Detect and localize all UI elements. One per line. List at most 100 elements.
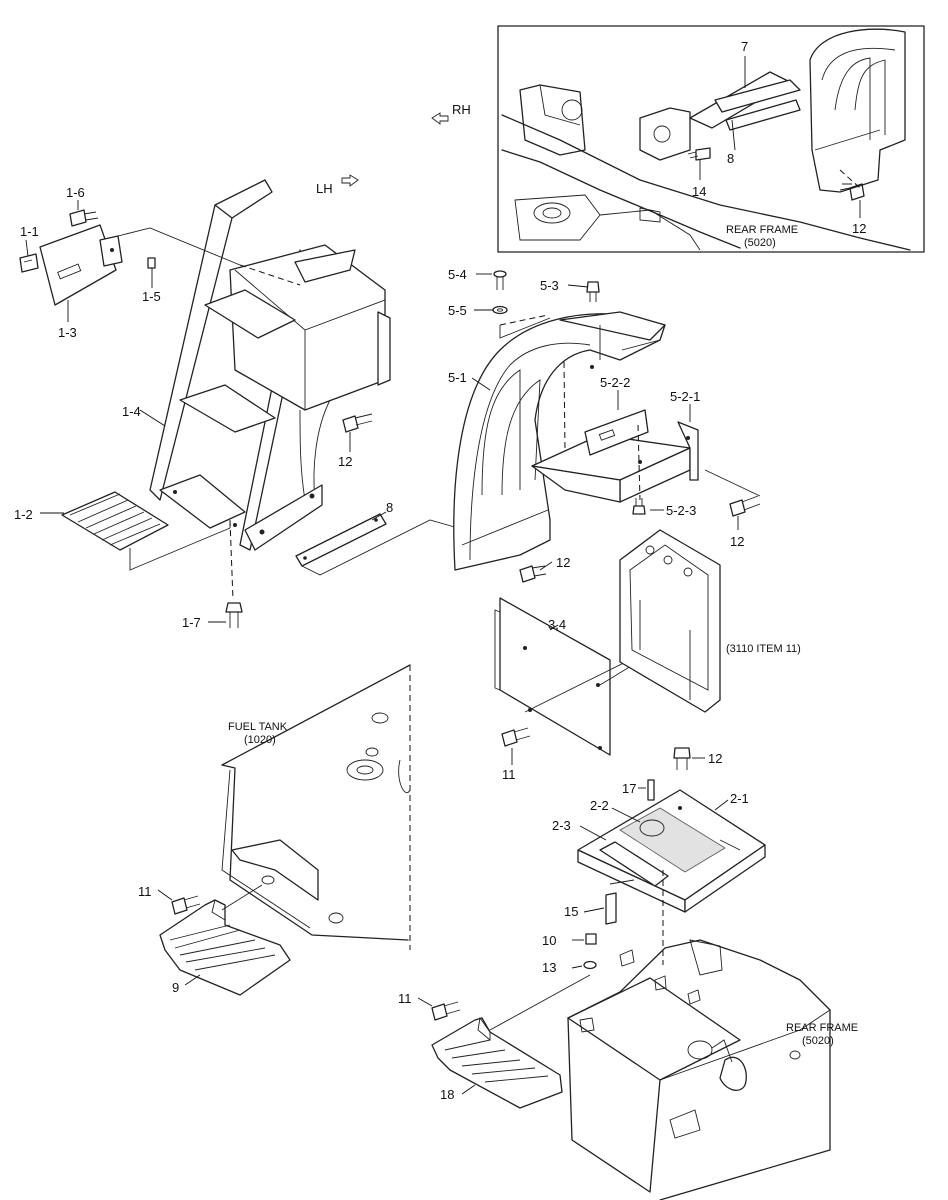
callout-2-1: 2-1 bbox=[730, 791, 749, 806]
inset-fender bbox=[809, 28, 906, 193]
latch-15 bbox=[605, 879, 635, 925]
rear-frame-main-label: REAR FRAME bbox=[786, 1022, 858, 1034]
fuel-tank-ref bbox=[221, 664, 411, 950]
bolt-1-7 bbox=[225, 602, 243, 628]
callout-8-inset: 8 bbox=[727, 151, 734, 166]
inset-bar-8 bbox=[725, 99, 801, 131]
rear-frame-inset-label: REAR FRAME bbox=[726, 224, 798, 236]
ladder-foot-plate bbox=[244, 484, 323, 551]
callout-9: 9 bbox=[172, 980, 179, 995]
callout-15: 15 bbox=[564, 904, 578, 919]
step-18 bbox=[431, 974, 591, 1109]
bolt-11-step9 bbox=[157, 889, 201, 915]
callout-1-5: 1-5 bbox=[142, 289, 161, 304]
callout-12-fender-bottom: 12 bbox=[556, 555, 570, 570]
callout-2-2: 2-2 bbox=[590, 798, 609, 813]
direction-lh: LH bbox=[316, 174, 359, 196]
inset-mount-boss bbox=[533, 202, 571, 224]
inset-border bbox=[497, 25, 925, 253]
rear-frame-inset-code: (5020) bbox=[744, 237, 776, 249]
fuel-cap bbox=[346, 759, 384, 781]
callout-10: 10 bbox=[542, 933, 556, 948]
bolt-10 bbox=[585, 933, 597, 945]
screw-5-4 bbox=[493, 270, 507, 290]
bolt-12-fender-bottom bbox=[519, 565, 547, 583]
item-ref-label: (3110 ITEM 11) bbox=[726, 643, 801, 655]
callout-5-4: 5-4 bbox=[448, 267, 467, 282]
callout-1-3: 1-3 bbox=[58, 325, 77, 340]
callout-5-3: 5-3 bbox=[540, 278, 559, 293]
fuel-tank-label: FUEL TANK bbox=[228, 721, 288, 733]
callout-5-2-2: 5-2-2 bbox=[600, 375, 630, 390]
step-9 bbox=[159, 884, 291, 996]
latch-1-1 bbox=[19, 253, 39, 273]
inset-bolt-14 bbox=[687, 147, 711, 161]
callout-13: 13 bbox=[542, 960, 556, 975]
callout-11-step18: 11 bbox=[398, 991, 412, 1006]
callout-5-2-3: 5-2-3 bbox=[666, 503, 696, 518]
callout-7: 7 bbox=[741, 39, 748, 54]
callout-12-ladder: 12 bbox=[338, 454, 352, 469]
bar-8-main bbox=[295, 511, 466, 576]
bolt-1-5 bbox=[147, 257, 156, 269]
fuel-tank-code: (1020) bbox=[244, 734, 276, 746]
inset-bar-7 bbox=[714, 79, 801, 113]
bolt-11-shield bbox=[501, 727, 531, 765]
rear-frame-inset: 7 8 14 12 REAR FRAME (5020) bbox=[497, 25, 925, 253]
handle-2-3 bbox=[599, 841, 669, 887]
shield-plate-3-4 bbox=[494, 597, 691, 756]
step-mat-1-2 bbox=[61, 491, 231, 571]
rear-frame-main-code: (5020) bbox=[802, 1035, 834, 1047]
callout-1-4: 1-4 bbox=[122, 404, 141, 419]
callout-12-step-cover: 12 bbox=[708, 751, 722, 766]
inset-bolt-12 bbox=[839, 183, 865, 201]
callout-18: 18 bbox=[440, 1087, 454, 1102]
radiator-frame-ref bbox=[619, 529, 721, 713]
callout-12-fender-right: 12 bbox=[730, 534, 744, 549]
callout-1-1: 1-1 bbox=[20, 224, 39, 239]
bolt-5-2-3 bbox=[632, 498, 646, 515]
callout-5-1: 5-1 bbox=[448, 370, 467, 385]
ladder-right-rail bbox=[239, 249, 311, 551]
callout-17: 17 bbox=[622, 781, 636, 796]
callout-2-3: 2-3 bbox=[552, 818, 571, 833]
callout-12-inset: 12 bbox=[852, 221, 866, 236]
callout-3-4: 3,4 bbox=[548, 617, 566, 632]
callout-8-main: 8 bbox=[386, 500, 393, 515]
step-cover-assembly-2 bbox=[571, 747, 766, 970]
inset-frame-rail bbox=[501, 114, 911, 251]
callout-1-2: 1-2 bbox=[14, 507, 33, 522]
grip-pad-2-2 bbox=[619, 807, 726, 873]
callout-14: 14 bbox=[692, 184, 706, 199]
bracket-5-2-2 bbox=[584, 409, 649, 456]
ladder-step-3 bbox=[159, 474, 246, 529]
ladder-top-strap bbox=[214, 179, 273, 219]
ladder-left-rail bbox=[149, 204, 233, 501]
callout-11-shield: 11 bbox=[502, 767, 516, 782]
callout-1-6: 1-6 bbox=[66, 185, 85, 200]
bolt-12-ladder bbox=[342, 413, 373, 433]
fuel-tank-bracket bbox=[231, 839, 319, 901]
inset-bracket bbox=[519, 84, 586, 156]
direction-rh: RH bbox=[431, 102, 471, 125]
fender-5-1 bbox=[453, 313, 666, 571]
cover-plate-1-3 bbox=[39, 224, 123, 306]
washer-5-5 bbox=[492, 305, 508, 315]
inset-frame-rail-lower bbox=[501, 149, 741, 249]
pin-17 bbox=[647, 779, 655, 801]
ladder-step-1 bbox=[204, 289, 296, 339]
fender-assembly-5 bbox=[453, 270, 761, 583]
step-ladder-assembly bbox=[147, 179, 391, 628]
rear-frame-main-ref bbox=[567, 939, 831, 1200]
callout-5-5: 5-5 bbox=[448, 303, 467, 318]
callout-1-7: 1-7 bbox=[182, 615, 201, 630]
bolt-11-step18 bbox=[417, 997, 461, 1021]
lh-label: LH bbox=[316, 181, 333, 196]
callout-5-2-1: 5-2-1 bbox=[670, 389, 700, 404]
callout-labels: 1-1 1-6 1-3 1-5 1-4 1-2 1-7 12 8 5-4 5-5… bbox=[14, 185, 858, 1102]
nut-13 bbox=[583, 960, 597, 970]
rh-label: RH bbox=[452, 102, 471, 117]
bolt-12-fender-right bbox=[729, 495, 761, 517]
